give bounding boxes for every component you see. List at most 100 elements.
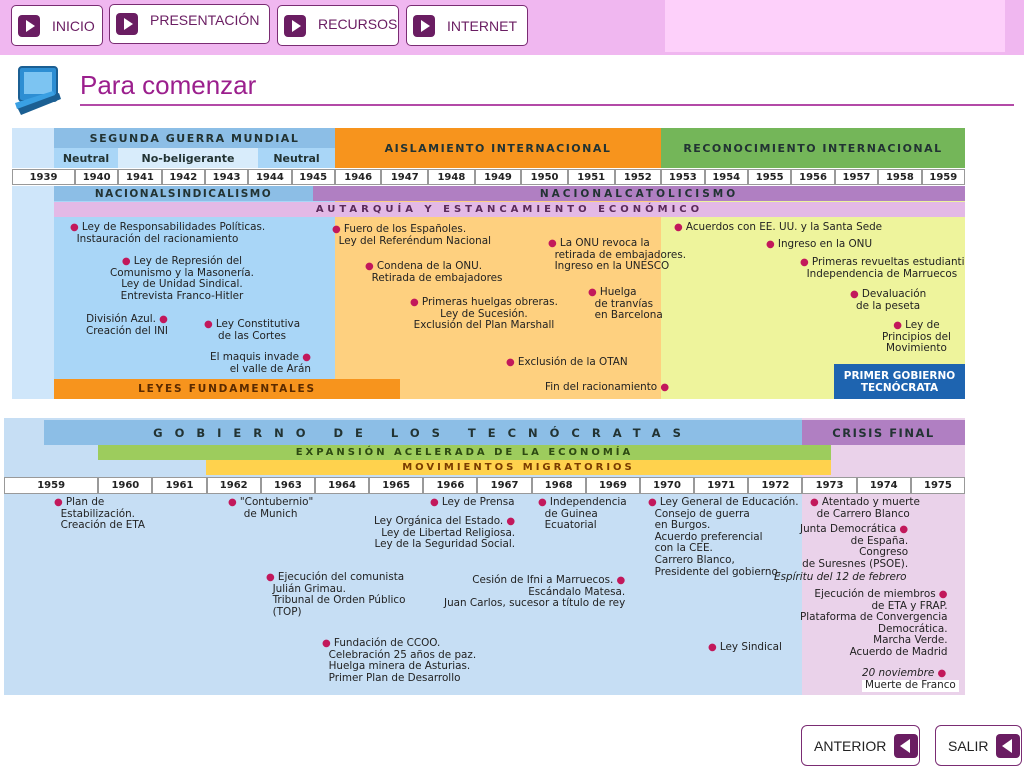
- anterior-button[interactable]: ANTERIOR: [801, 725, 920, 766]
- period-nacionalcatolicismo: NACIONALCATOLICISMO: [313, 186, 965, 201]
- year-cell: 1962: [206, 477, 261, 494]
- year-cell: 1939: [12, 169, 75, 185]
- year-cell: 1945: [291, 169, 335, 185]
- nav-label: PRESENTACIÓN: [150, 12, 260, 28]
- title-divider: [80, 104, 1014, 106]
- computer-monitor-icon: [15, 66, 61, 115]
- bg-column: [661, 186, 965, 399]
- period-expansion-economia: EXPANSIÓN ACELERADA DE LA ECONOMÍA: [98, 445, 831, 460]
- period-aislamiento-internacional: AISLAMIENTO INTERNACIONAL: [335, 128, 661, 168]
- anterior-label: ANTERIOR: [814, 737, 887, 754]
- bg-column: [335, 186, 661, 399]
- year-cell: 1969: [585, 477, 640, 494]
- year-cell: 1959: [4, 477, 99, 494]
- period-no-beligerante: No-beligerante: [118, 148, 258, 168]
- bg-column: [12, 186, 54, 399]
- nav-label: RECURSOS: [318, 15, 398, 32]
- event: ● Exclusión de la OTAN: [506, 356, 628, 368]
- event: Cesión de Ifni a Marruecos. ●Escándalo M…: [444, 574, 626, 610]
- year-cell: 1952: [614, 169, 662, 185]
- event: ● Ejecución del comunista Julián Grimau.…: [266, 571, 406, 618]
- year-cell: 1967: [477, 477, 532, 494]
- event: División Azul. ●Creación del INI: [86, 313, 168, 337]
- year-cell: 1943: [204, 169, 249, 185]
- salir-label: SALIR: [948, 737, 989, 754]
- salir-button[interactable]: SALIR: [935, 725, 1022, 766]
- event: El maquis invade ●el valle de Arán: [210, 351, 311, 375]
- play-icon: [116, 13, 138, 35]
- nav-label: INTERNET: [447, 17, 517, 34]
- year-cell: 1965: [369, 477, 424, 494]
- year-cell: 1956: [791, 169, 835, 185]
- period-leyes-fundamentales: LEYES FUNDAMENTALES: [54, 379, 400, 399]
- play-icon: [18, 14, 40, 37]
- year-cell: 1973: [802, 477, 857, 494]
- event: ● Ley de Responsabilidades Políticas. In…: [70, 221, 266, 245]
- top-navigation-filler: [665, 0, 1005, 52]
- event: Espíritu del 12 de febrero: [774, 571, 907, 583]
- period-autarquia: AUTARQUÍA Y ESTANCAMIENTO ECONÓMICO: [54, 202, 965, 217]
- year-cell: 1941: [118, 169, 162, 185]
- timeline-1959-1975: GOBIERNO DE LOS TECNÓCRATAS CRISIS FINAL…: [4, 418, 965, 695]
- play-icon: [413, 14, 435, 37]
- year-cell: 1970: [639, 477, 695, 494]
- year-cell: 1959: [921, 169, 965, 185]
- period-crisis-final: CRISIS FINAL: [802, 420, 965, 445]
- page-title: Para comenzar: [80, 70, 257, 100]
- period-nacionalsindicalismo: NACIONALSINDICALISMO: [54, 186, 313, 201]
- nav-recursos-button[interactable]: RECURSOS: [277, 5, 399, 46]
- year-cell: 1961: [152, 477, 207, 494]
- year-cell: 1940: [75, 169, 119, 185]
- year-cell: 1975: [910, 477, 965, 494]
- event: 20 noviembre ●: [862, 667, 947, 679]
- year-cell: 1963: [260, 477, 315, 494]
- event: Ley Orgánica del Estado. ●Ley de Liberta…: [374, 515, 516, 551]
- year-cell: 1958: [878, 169, 922, 185]
- year-cell: 1971: [694, 477, 749, 494]
- event: ● Ley General de Educación. Consejo de g…: [648, 496, 799, 578]
- arrow-left-icon: [894, 733, 919, 758]
- event: ● Ley Sindical: [708, 641, 782, 653]
- year-cell: 1957: [834, 169, 879, 185]
- event: ● Ingreso en la ONU: [766, 238, 873, 250]
- year-cell: 1949: [474, 169, 522, 185]
- year-cell: 1974: [856, 477, 911, 494]
- period-primer-gobierno-tecnocrata: PRIMER GOBIERNO TECNÓCRATA: [834, 364, 965, 399]
- year-cell: 1955: [747, 169, 792, 185]
- play-icon: [284, 14, 306, 37]
- event: ● Fuero de los Españoles. Ley del Referé…: [332, 223, 491, 247]
- year-cell: 1942: [161, 169, 205, 185]
- event: ● Condena de la ONU. Retirada de embajad…: [365, 260, 503, 284]
- year-cell: 1953: [661, 169, 705, 185]
- bg-column: [54, 186, 335, 399]
- year-cell: 1946: [334, 169, 382, 185]
- nav-presentacion-button[interactable]: PRESENTACIÓN: [109, 4, 270, 44]
- nav-inicio-button[interactable]: INICIO: [11, 5, 103, 46]
- event: ● Plan de Estabilización. Creación de ET…: [54, 496, 146, 532]
- event: Fin del racionamiento ●: [545, 381, 670, 393]
- year-cell: 1944: [248, 169, 292, 185]
- event: ● Fundación de CCOO. Celebración 25 años…: [322, 637, 477, 684]
- event: Ejecución de miembros ●de ETA y FRAP.Pla…: [800, 588, 948, 658]
- event: ● Primeras huelgas obreras.Ley de Sucesi…: [410, 296, 558, 332]
- period-segunda-guerra-mundial: SEGUNDA GUERRA MUNDIAL: [54, 128, 335, 148]
- year-cell: 1947: [381, 169, 429, 185]
- period-movimientos-migratorios: MOVIMIENTOS MIGRATORIOS: [206, 460, 831, 475]
- arrow-left-icon: [996, 733, 1021, 758]
- event: ● Atentado y muerte de Carrero Blanco: [810, 496, 920, 520]
- timeline-1939-1959: SEGUNDA GUERRA MUNDIAL Neutral No-belige…: [12, 128, 965, 399]
- year-cell: 1948: [428, 169, 475, 185]
- nav-internet-button[interactable]: INTERNET: [406, 5, 528, 46]
- year-cell: 1966: [423, 477, 478, 494]
- nav-label: INICIO: [52, 17, 95, 34]
- event-muerte-franco: Muerte de Franco: [862, 679, 959, 692]
- period-blank: [12, 128, 54, 168]
- period-neutral: Neutral: [258, 148, 335, 168]
- year-cell: 1968: [531, 477, 586, 494]
- event: ● Huelga de tranvías en Barcelona: [588, 286, 663, 322]
- event: ● Acuerdos con EE. UU. y la Santa Sede: [674, 221, 883, 233]
- year-cell: 1964: [314, 477, 370, 494]
